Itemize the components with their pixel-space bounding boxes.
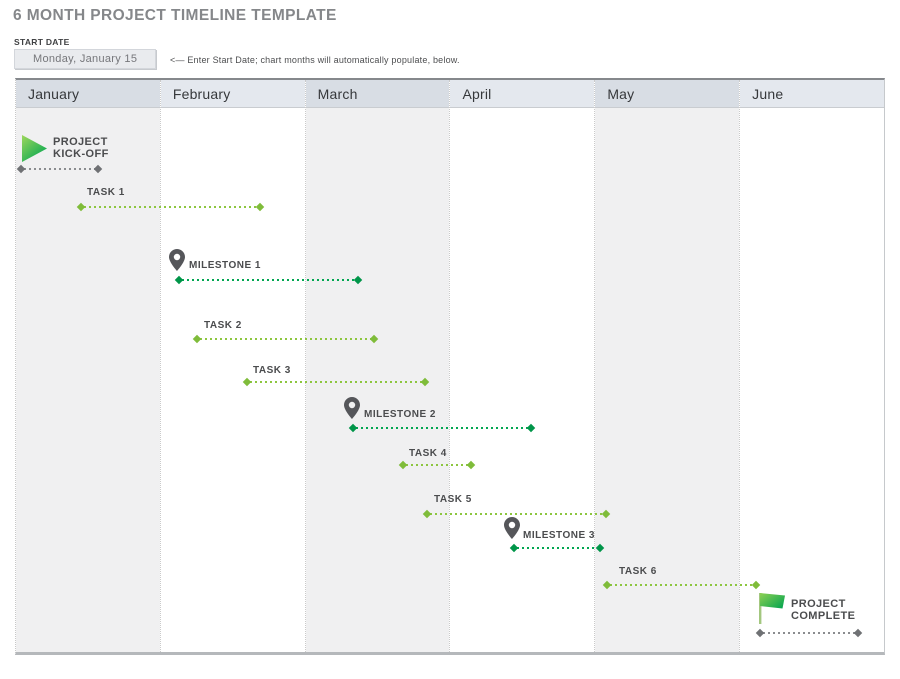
month-column-body — [740, 108, 884, 652]
dotted-line — [182, 279, 355, 281]
month-column-body — [16, 108, 160, 652]
timeline-item-label: MILESTONE 2 — [364, 409, 436, 420]
page-title: 6 MONTH PROJECT TIMELINE TEMPLATE — [13, 7, 337, 24]
timeline-item-label: TASK 6 — [619, 566, 657, 577]
task-bar[interactable] — [192, 334, 379, 344]
timeline-item-label: MILESTONE 1 — [189, 260, 261, 271]
diamond-endpoint — [601, 509, 611, 519]
month-column-january: January — [16, 80, 161, 652]
dotted-line — [24, 168, 95, 170]
dotted-line — [406, 464, 468, 466]
month-column-body — [595, 108, 740, 652]
month-column-body — [450, 108, 595, 652]
month-column-february: February — [160, 80, 306, 652]
task-bar[interactable] — [242, 377, 430, 387]
diamond-endpoint — [595, 543, 605, 553]
diamond-endpoint — [242, 377, 252, 387]
task-bar[interactable] — [602, 580, 761, 590]
map-pin-icon — [344, 397, 360, 419]
timeline-item-label: PROJECT COMPLETE — [791, 598, 856, 622]
start-date-input[interactable] — [14, 49, 156, 69]
diamond-endpoint — [76, 202, 86, 212]
timeline-item-label: MILESTONE 3 — [523, 530, 595, 541]
diamond-endpoint — [751, 580, 761, 590]
month-column-may: May — [595, 80, 741, 652]
timeline-items: PROJECT KICK-OFF TASK 1 — [16, 80, 884, 652]
start-date-hint: <— Enter Start Date; chart months will a… — [170, 55, 460, 65]
dotted-line — [610, 584, 753, 586]
timeline-item-label: TASK 2 — [204, 320, 242, 331]
month-header: May — [595, 80, 740, 108]
task-bar[interactable] — [398, 460, 476, 470]
month-header: April — [450, 80, 595, 108]
diamond-endpoint — [93, 164, 103, 174]
month-header: June — [740, 80, 884, 108]
timeline-item-label: TASK 5 — [434, 494, 472, 505]
diamond-endpoint — [16, 164, 26, 174]
dotted-line — [763, 632, 855, 634]
month-column-april: April — [450, 80, 596, 652]
month-header: March — [305, 80, 450, 108]
flag-icon — [756, 590, 788, 626]
dotted-line — [517, 547, 597, 549]
map-pin-icon — [169, 249, 185, 271]
diamond-endpoint — [174, 275, 184, 285]
diamond-endpoint — [398, 460, 408, 470]
milestone-bar[interactable] — [174, 275, 363, 285]
month-column-june: June — [740, 80, 884, 652]
diamond-endpoint — [420, 377, 430, 387]
timeline-item-label: TASK 3 — [253, 365, 291, 376]
milestone-bar[interactable] — [348, 423, 536, 433]
diamond-endpoint — [466, 460, 476, 470]
dotted-line — [356, 427, 528, 429]
dotted-line — [430, 513, 603, 515]
start-date-label: START DATE — [14, 37, 70, 47]
diamond-endpoint — [422, 509, 432, 519]
diamond-endpoint — [853, 628, 863, 638]
month-header: February — [160, 80, 305, 108]
event-bar[interactable] — [755, 628, 863, 638]
map-pin-icon — [504, 517, 520, 539]
diamond-endpoint — [348, 423, 358, 433]
timeline-item-label: TASK 1 — [87, 187, 125, 198]
timeline-item-label: TASK 4 — [409, 448, 447, 459]
event-bar[interactable] — [16, 164, 103, 174]
dotted-line — [250, 381, 422, 383]
diamond-endpoint — [509, 543, 519, 553]
task-bar[interactable] — [422, 509, 611, 519]
diamond-endpoint — [526, 423, 536, 433]
diamond-endpoint — [602, 580, 612, 590]
diamond-endpoint — [369, 334, 379, 344]
month-column-body — [160, 108, 305, 652]
dotted-line — [84, 206, 257, 208]
month-header: January — [16, 80, 160, 108]
milestone-bar[interactable] — [509, 543, 605, 553]
dotted-line — [200, 338, 371, 340]
timeline-item-label: PROJECT KICK-OFF — [53, 136, 109, 160]
diamond-endpoint — [255, 202, 265, 212]
diamond-endpoint — [353, 275, 363, 285]
task-bar[interactable] — [76, 202, 265, 212]
diamond-endpoint — [755, 628, 765, 638]
timeline-chart: January February March April May June — [15, 78, 885, 655]
diamond-endpoint — [192, 334, 202, 344]
play-triangle-icon — [21, 134, 48, 163]
